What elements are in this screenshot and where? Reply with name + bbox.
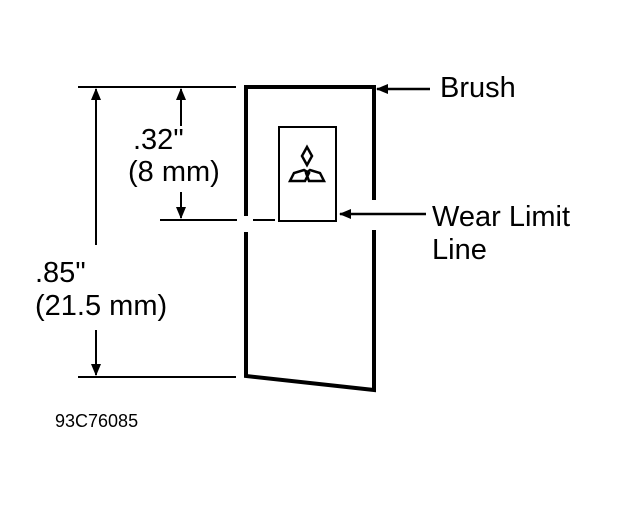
small-dimension-inches: .32": [133, 124, 184, 156]
small-dimension-mm: (8 mm): [128, 156, 220, 188]
wear-limit-label-line1: Wear Limit: [432, 201, 571, 233]
wear-limit-label-line2: Line: [432, 234, 487, 266]
large-dimension-mm: (21.5 mm): [35, 290, 168, 322]
brush-label: Brush: [440, 72, 516, 104]
brush-outline-lower: [244, 230, 376, 393]
logo-plate: [278, 126, 337, 222]
large-dimension-inches: .85": [35, 257, 86, 289]
brush-outline: [244, 85, 376, 216]
figure-code: 93C76085: [55, 411, 139, 431]
three-diamond-logo-icon: [287, 144, 327, 183]
